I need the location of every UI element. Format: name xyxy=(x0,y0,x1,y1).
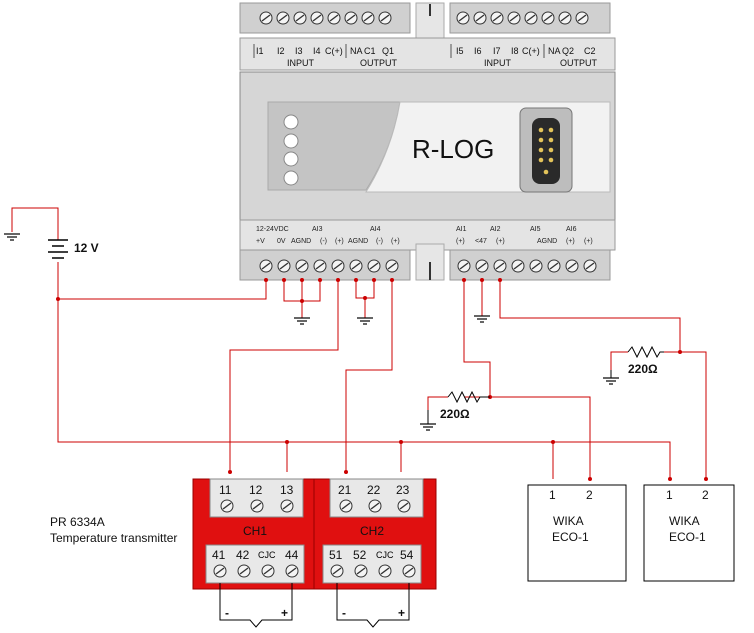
resistor-icon xyxy=(447,390,490,404)
supply-label: 12-24VDC xyxy=(256,226,289,233)
ch1-terminal-label: 44 xyxy=(285,548,299,562)
top-right-terminal-label: I6 xyxy=(474,46,482,56)
top-left-terminal-label: NA xyxy=(350,46,363,56)
ai6-label: AI6 xyxy=(566,226,577,233)
device-name: R-LOG xyxy=(412,134,494,164)
bottom-left-terminal-label: AGND xyxy=(291,238,311,245)
temperature-transmitter: 11 12 13 CH1 41 42 CJC 44 21 22 23 CH2 5… xyxy=(192,478,437,590)
ch2-name: CH2 xyxy=(360,524,384,538)
bottom-right-terminal-label: AGND xyxy=(537,238,557,245)
bottom-left-terminal-label: +V xyxy=(256,238,265,245)
wires xyxy=(11,207,707,479)
top-right-input-label: INPUT xyxy=(484,58,512,68)
ch1-terminal-label: 42 xyxy=(236,548,250,562)
ground-icon xyxy=(419,423,437,431)
ground-icon xyxy=(602,377,620,385)
bottom-left-terminal-label: (+) xyxy=(391,238,400,245)
top-left-terminal-label: I4 xyxy=(313,46,321,56)
sensor-model: ECO-1 xyxy=(669,530,706,544)
bottom-right-terminal-label: (+) xyxy=(496,238,505,245)
ch1-terminal-label: 41 xyxy=(212,548,226,562)
bottom-left-terminal-label: AGND xyxy=(348,238,368,245)
ch1-terminal-label: 13 xyxy=(280,483,294,497)
transmitter-description: Temperature transmitter xyxy=(50,531,177,545)
sensor-box: 1 2 WIKA ECO-1 xyxy=(643,484,735,582)
top-right-terminal-label: C2 xyxy=(584,46,596,56)
top-left-output-label: OUTPUT xyxy=(360,58,398,68)
ai4-label: AI4 xyxy=(370,226,381,233)
ground-icon xyxy=(356,317,374,325)
ch1-plus: + xyxy=(281,606,288,620)
thermocouple-loops xyxy=(219,583,410,628)
ch2-terminal-label: 23 xyxy=(396,483,410,497)
bottom-left-terminal-label: (+) xyxy=(335,238,344,245)
ch2-cjc-label: CJC xyxy=(376,550,394,560)
ch1-terminal-label: 12 xyxy=(249,483,263,497)
top-right-terminal-label: I8 xyxy=(511,46,519,56)
top-right-terminal-label: C(+) xyxy=(522,46,540,56)
sensor-brand: WIKA xyxy=(553,514,584,528)
top-right-terminal-label: Q2 xyxy=(562,46,574,56)
bottom-right-terminal-label: <47 xyxy=(475,238,487,245)
top-right-terminal-label: NA xyxy=(548,46,561,56)
resistor-value: 220Ω xyxy=(440,407,470,421)
ch1-minus: - xyxy=(225,606,229,620)
ch2-plus: + xyxy=(398,606,405,620)
sensor-model: ECO-1 xyxy=(552,530,589,544)
ch1-terminal-label: 11 xyxy=(219,483,232,497)
top-right-terminal-label: I5 xyxy=(456,46,464,56)
top-left-terminal-label: C1 xyxy=(364,46,376,56)
db9-connector-icon xyxy=(519,107,573,193)
top-right-terminal-label: I7 xyxy=(493,46,501,56)
sensor-pin: 1 xyxy=(549,488,556,502)
ch2-terminal-label: 22 xyxy=(367,483,381,497)
sensor-pin: 2 xyxy=(586,488,593,502)
ai2-label: AI2 xyxy=(490,226,501,233)
bottom-left-terminal-label: (-) xyxy=(376,238,383,245)
ch2-terminal-label: 54 xyxy=(400,548,414,562)
top-left-terminal-label: I1 xyxy=(256,46,264,56)
ground-icon xyxy=(473,315,491,323)
bottom-left-terminal-label: 0V xyxy=(277,238,286,245)
ch1-cjc-label: CJC xyxy=(258,550,276,560)
ai1-label: AI1 xyxy=(456,226,467,233)
sensor-pin: 1 xyxy=(666,488,673,502)
top-left-terminal-label: I3 xyxy=(295,46,303,56)
resistor-icon xyxy=(627,345,664,359)
supply-voltage: 12 V xyxy=(74,241,99,255)
battery-icon xyxy=(48,239,68,259)
bottom-left-terminal-label: (-) xyxy=(320,238,327,245)
bottom-right-terminal-label: (+) xyxy=(456,238,465,245)
sensor-brand: WIKA xyxy=(669,514,700,528)
rlog-device: I1 I2 I3 I4 C(+) NA C1 Q1 INPUT OUTPUT I… xyxy=(239,2,616,281)
bottom-right-terminal-label: (+) xyxy=(584,238,593,245)
top-right-output-label: OUTPUT xyxy=(560,58,598,68)
top-left-input-label: INPUT xyxy=(287,58,315,68)
ai3-label: AI3 xyxy=(312,226,323,233)
ch2-terminal-label: 52 xyxy=(353,548,367,562)
status-leds xyxy=(283,114,299,186)
ground-icon xyxy=(293,317,311,325)
ch2-terminal-label: 21 xyxy=(338,483,352,497)
sensor-pin: 2 xyxy=(702,488,709,502)
wire-junctions xyxy=(56,278,708,481)
top-left-terminal-label: Q1 xyxy=(382,46,394,56)
top-left-terminal-label: I2 xyxy=(277,46,285,56)
sensor-box: 1 2 WIKA ECO-1 xyxy=(527,484,627,582)
top-left-terminal-label: C(+) xyxy=(325,46,343,56)
ai5-label: AI5 xyxy=(530,226,541,233)
ch2-minus: - xyxy=(342,606,346,620)
ch1-name: CH1 xyxy=(243,524,267,538)
ground-icon xyxy=(3,233,21,241)
resistor-value: 220Ω xyxy=(628,362,658,376)
transmitter-model: PR 6334A xyxy=(50,515,105,529)
ch2-terminal-label: 51 xyxy=(329,548,343,562)
bottom-right-terminal-label: (+) xyxy=(566,238,575,245)
